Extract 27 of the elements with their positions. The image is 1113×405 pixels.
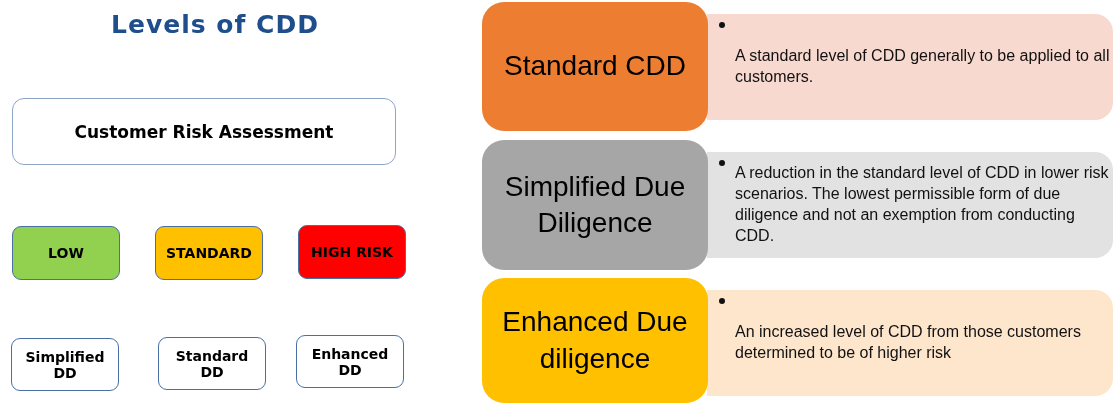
level-box [482, 2, 708, 131]
risk-box [12, 98, 396, 165]
box-label: Enhanced DD [310, 345, 390, 378]
level-title: Enhanced Due diligence [501, 305, 689, 376]
box-label: Customer Risk Assessment [74, 121, 334, 142]
risk-box [298, 225, 406, 279]
level-title: Simplified Due Diligence [503, 169, 687, 240]
description-text: A reduction in the standard level of CDD in lower risk scenarios. The lowest permissible form of due diligence and not an exemption from conducting CDD. [735, 163, 1110, 246]
risk-box [12, 226, 120, 280]
box-label: Simplified DD [24, 348, 106, 381]
box-label: Standard DD [174, 347, 250, 380]
risk-box [155, 226, 263, 280]
level-title: Standard CDD [503, 49, 687, 84]
risk-box [11, 338, 119, 391]
risk-box [296, 335, 404, 388]
level-box [482, 278, 708, 403]
risk-box [158, 337, 266, 390]
description-panel [707, 290, 1113, 396]
diagram-title: Levels of CDD [110, 10, 320, 39]
box-label: STANDARD [166, 245, 252, 261]
description-text: A standard level of CDD generally to be applied to all customers. [735, 46, 1111, 87]
description-panel [707, 14, 1113, 120]
box-label: HIGH RISK [311, 244, 393, 260]
description-panel [707, 152, 1113, 258]
box-label: LOW [48, 245, 84, 261]
description-text: An increased level of CDD from those customers determined to be of higher risk [735, 322, 1082, 363]
level-box [482, 140, 708, 270]
